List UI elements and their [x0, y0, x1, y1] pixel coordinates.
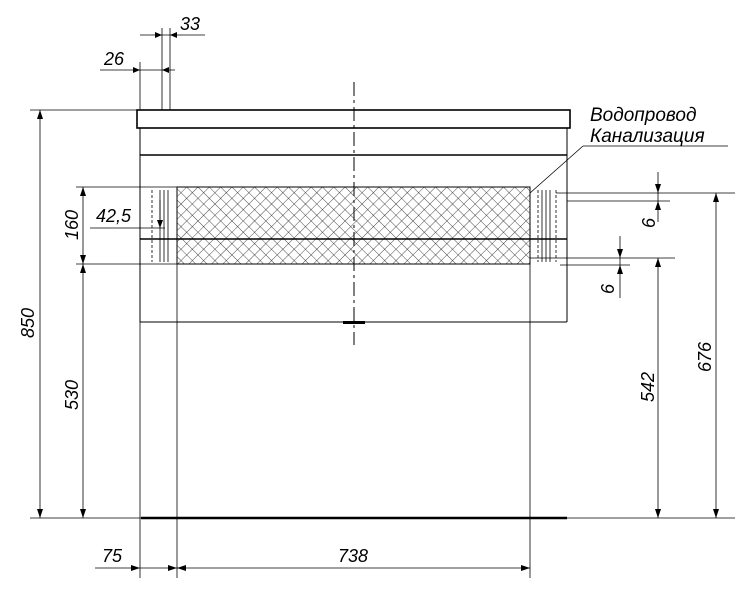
dim-160: 160: [62, 187, 86, 264]
dim-738-text: 738: [338, 546, 368, 566]
dim-542: 542: [638, 258, 661, 518]
label-sewer: Канализация: [590, 126, 705, 147]
pipe-lines-right: [537, 190, 557, 262]
extension-lines-horizontal: [30, 109, 735, 519]
handle: [343, 321, 365, 324]
dim-33: 33: [140, 14, 205, 38]
dim-75: 75: [95, 546, 177, 571]
dim-738: 738: [177, 546, 530, 571]
dim-75-text: 75: [102, 546, 123, 566]
extension-lines-vertical: [139, 28, 531, 578]
dim-33-text: 33: [180, 14, 200, 34]
dim-850: 850: [18, 110, 43, 518]
dim-676: 676: [695, 193, 719, 518]
leader: [529, 145, 728, 194]
dim-6-upper: 6: [639, 172, 661, 228]
dim-42-5: 42,5: [96, 200, 163, 228]
dim-6-lower-text: 6: [598, 283, 618, 294]
dim-6-upper-text: 6: [639, 217, 659, 228]
dim-42-5-text: 42,5: [96, 206, 132, 226]
dim-850-text: 850: [18, 308, 38, 338]
label-water: Водопровод: [590, 105, 696, 126]
dim-542-text: 542: [638, 372, 658, 402]
dim-160-text: 160: [62, 210, 82, 240]
dim-26-text: 26: [103, 49, 125, 69]
dim-6-lower: 6: [598, 236, 623, 298]
hatched-area: [176, 186, 531, 265]
dim-26: 26: [100, 49, 175, 73]
dim-676-text: 676: [695, 341, 715, 372]
dim-530-text: 530: [62, 380, 82, 410]
connection-zone: [176, 186, 531, 265]
dim-530: 530: [62, 264, 86, 518]
